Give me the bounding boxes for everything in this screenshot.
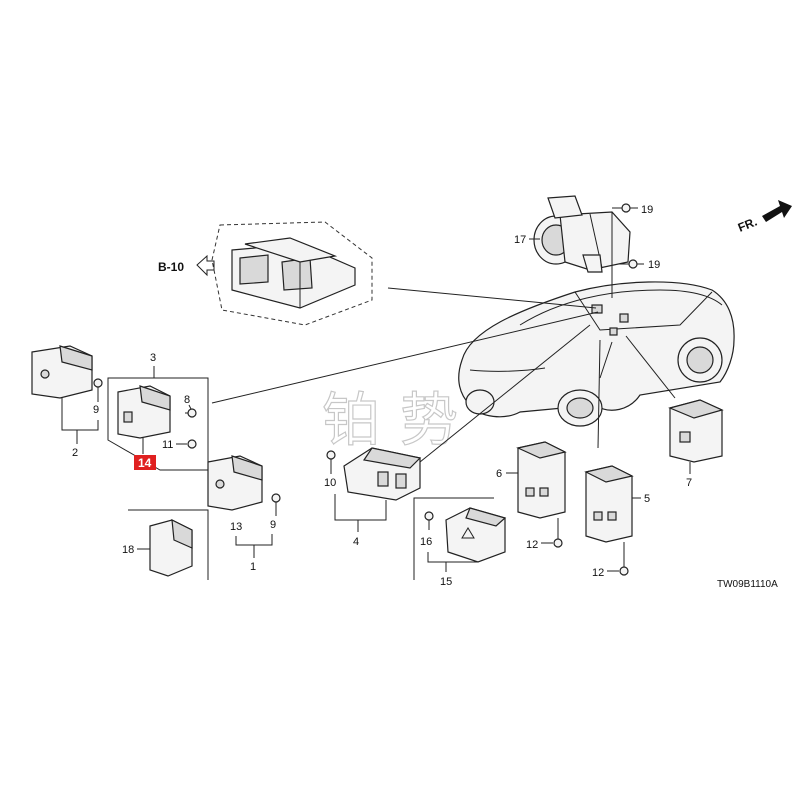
- screw-12-left: [553, 518, 563, 548]
- hazard-triangle-icon: [461, 527, 475, 539]
- part-5-switch: [584, 465, 634, 543]
- callout-5: 5: [644, 493, 650, 505]
- callout-10: 10: [324, 477, 336, 489]
- part-14-switch: [117, 385, 171, 439]
- screw-19-lower: [619, 259, 644, 269]
- b10-label: B-10: [158, 260, 184, 274]
- part-18-blank-cover: [149, 518, 193, 577]
- arrow-left-icon: [196, 254, 215, 277]
- callout-8: 8: [184, 394, 190, 406]
- b10-assembly-box: [211, 221, 373, 326]
- callout-9-left: 9: [93, 404, 99, 416]
- part-4-switch: [343, 447, 422, 501]
- front-direction-indicator: FR.: [736, 200, 792, 235]
- vehicle-illustration: [458, 281, 735, 427]
- screw-9-right: [271, 493, 281, 516]
- watermark-char-1: 铂: [322, 386, 380, 454]
- callout-18: 18: [122, 544, 134, 556]
- callout-13: 13: [230, 521, 242, 533]
- callout-19-upper: 19: [641, 204, 653, 216]
- callout-11: 11: [162, 439, 173, 451]
- drawing-code: TW09B1110A: [717, 579, 778, 590]
- screw-12-right: [619, 542, 629, 576]
- screw-11: [187, 439, 197, 449]
- callout-14-highlight: [134, 455, 156, 470]
- b10-reference: B-10: [158, 254, 215, 277]
- callout-17: 17: [514, 234, 526, 246]
- part-7-switch: [668, 399, 724, 463]
- callout-9-right: 9: [270, 519, 276, 531]
- screw-16: [424, 511, 434, 530]
- callout-2: 2: [72, 447, 78, 459]
- callout-19-lower: 19: [648, 259, 660, 271]
- callout-7: 7: [686, 477, 692, 489]
- screw-10: [326, 450, 336, 474]
- callout-3: 3: [150, 352, 156, 364]
- part-2-switch: [31, 345, 93, 399]
- callout-12-right: 12: [592, 567, 604, 579]
- watermark-char-2: 势: [400, 386, 458, 454]
- screw-9-left: [93, 378, 103, 402]
- callout-16: 16: [420, 536, 432, 548]
- arrow-right-icon: [762, 200, 792, 222]
- part-15-hazard-switch: [445, 507, 507, 563]
- callout-14: 14: [138, 456, 152, 470]
- callout-4: 4: [353, 536, 359, 548]
- switch-panel-assembly: [231, 237, 356, 309]
- part-6-switch: [516, 441, 567, 519]
- screw-19-upper: [612, 203, 638, 213]
- callout-1: 1: [250, 561, 256, 573]
- part-17-start-switch: [533, 195, 631, 273]
- screw-8: [185, 408, 197, 418]
- callout-12-left: 12: [526, 539, 538, 551]
- callout-6: 6: [496, 468, 502, 480]
- callout-15: 15: [440, 576, 452, 588]
- fr-label: FR.: [736, 215, 759, 235]
- part-13-switch: [207, 455, 263, 511]
